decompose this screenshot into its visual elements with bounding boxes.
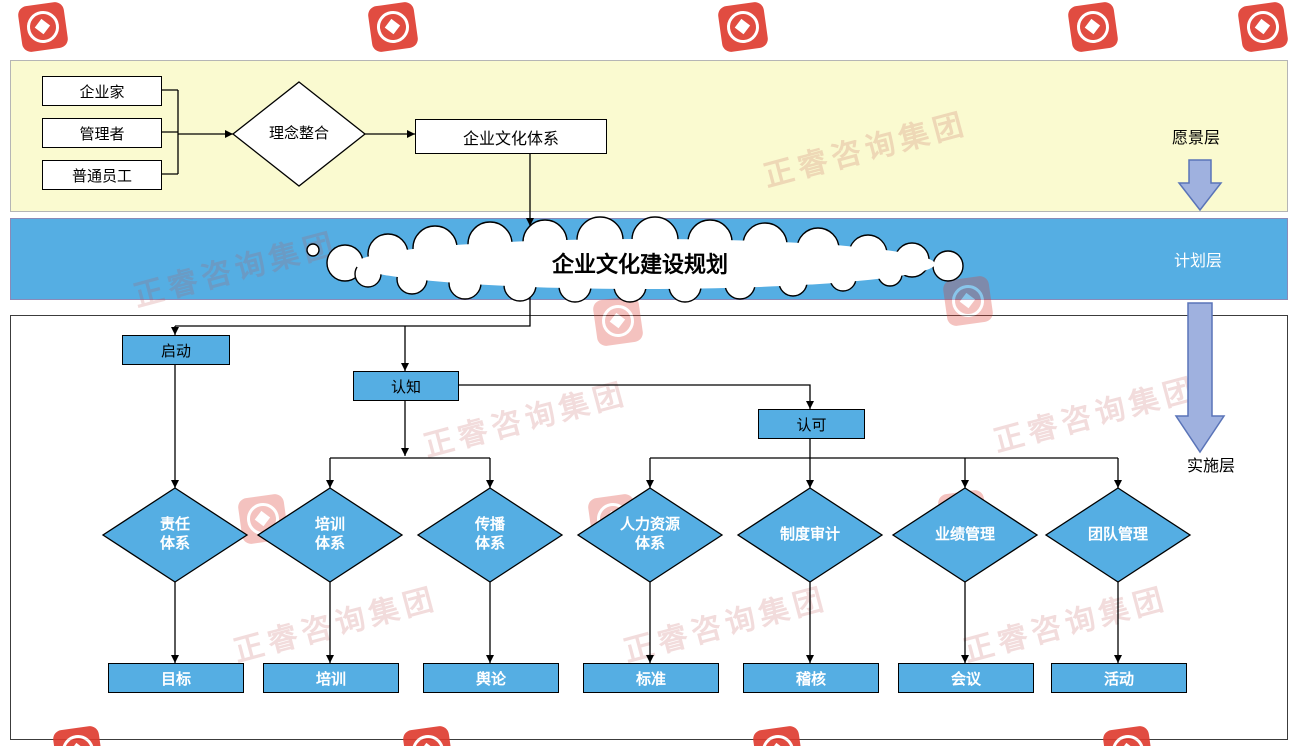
concept-integration-label: 理念整合 [268, 124, 329, 142]
plan-layer-label: 计划层 [1173, 253, 1222, 270]
system-diamond-label-hr: 人力资源 体系 [619, 516, 680, 552]
watermark-logo-icon [1067, 1, 1119, 53]
system-diamond-label-performance: 业绩管理 [934, 525, 995, 543]
plan-cloud-label: 企业文化建设规划 [551, 252, 728, 277]
output-box-goal: 目标 [108, 663, 244, 693]
output-box-standard: 标准 [583, 663, 719, 693]
watermark-logo-icon [717, 1, 769, 53]
source-box-entrepreneur: 企业家 [42, 76, 162, 106]
system-diamond-label-training: 培训 体系 [314, 516, 345, 552]
watermark-logo-icon [367, 1, 419, 53]
start-box: 启动 [122, 335, 230, 365]
watermark-logo-icon [942, 275, 994, 327]
system-diamond-label-team: 团队管理 [1087, 525, 1148, 543]
output-box-audit: 稽核 [743, 663, 879, 693]
source-box-manager: 管理者 [42, 118, 162, 148]
output-box-training: 培训 [263, 663, 399, 693]
output-box-meeting: 会议 [898, 663, 1034, 693]
output-box-activity: 活动 [1051, 663, 1187, 693]
culture-system-box: 企业文化体系 [415, 119, 607, 154]
vision-layer-label: 愿景层 [1171, 130, 1220, 147]
output-box-opinion: 舆论 [423, 663, 559, 693]
implementation-layer-label: 实施层 [1186, 458, 1235, 475]
vision-layer-section [10, 60, 1288, 212]
source-box-employee: 普通员工 [42, 160, 162, 190]
watermark-logo-icon [1237, 1, 1289, 53]
watermark-logo-icon [592, 295, 644, 347]
system-diamond-label-audit: 制度审计 [779, 525, 840, 543]
recognition-box: 认可 [758, 409, 865, 439]
system-diamond-label-responsibility: 责任 体系 [159, 516, 190, 552]
cognition-box: 认知 [353, 371, 459, 401]
system-diamond-label-communication: 传播 体系 [474, 516, 505, 552]
watermark-logo-icon [17, 1, 69, 53]
